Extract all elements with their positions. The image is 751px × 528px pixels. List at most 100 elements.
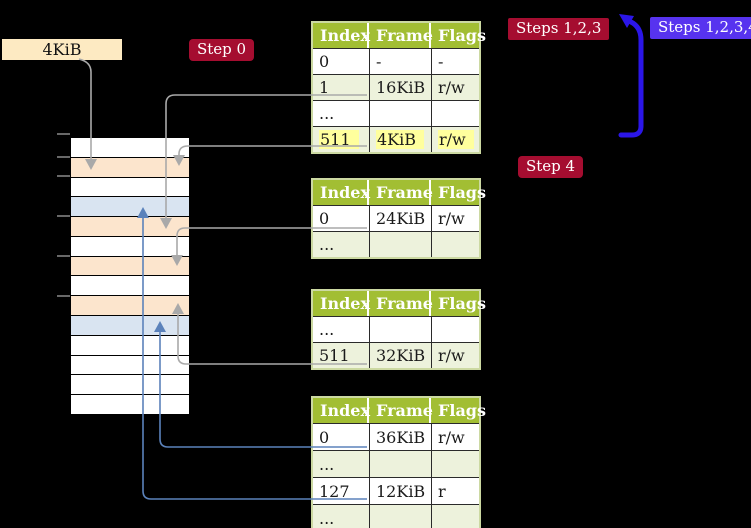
memory-frame-row [71,354,189,375]
cell-frame: 12KiB [369,478,431,504]
memory-frame-row [71,156,189,177]
cell-value: 511 [319,130,359,149]
cell-value: - [376,52,382,71]
memory-frame-row [71,295,189,316]
cell-value: r/w [438,346,465,365]
memory-frame-row [71,315,189,335]
cell-value: 4KiB [376,130,425,149]
cell-value: 0 [319,209,330,228]
cell-index: 1 [313,75,369,100]
arrow-loop-back-to-steps123 [618,14,644,138]
cell-index: 127 [313,478,369,504]
cell-flags: r/w [431,75,479,100]
cell-value: r/w [438,209,465,228]
cell-value: r/w [438,427,465,447]
cell-value: 0 [319,427,330,447]
header-frame: Frame [369,398,433,423]
cell-flags [431,451,479,477]
cell-flags: r/w [431,206,479,231]
cell-value: 24KiB [376,209,426,228]
cell-flags [431,505,479,528]
cell-frame [369,451,431,477]
table-row: ... [313,316,479,342]
cell-index: ... [313,232,369,257]
cell-index: 0 [313,424,369,450]
cell-index: ... [313,451,369,477]
cell-frame: 4KiB [369,127,431,152]
cell-frame [369,317,431,342]
cell-index: ... [313,505,369,528]
memory-frame-row [71,235,189,256]
physical-memory-column [70,137,190,415]
cell-flags [431,317,479,342]
cell-frame [369,101,431,126]
header-index: Index [313,291,370,316]
cell-value: ... [319,320,335,339]
memory-frame-row [71,374,189,395]
cell-value: ... [319,454,335,474]
cell-value: - [438,52,444,71]
badge-step-0: Step 0 [189,39,255,61]
cell-value: r [438,481,446,501]
header-frame: Frame [369,23,433,48]
table-row: 0 36KiB r/w [313,423,479,450]
header-index: Index [313,23,370,48]
cell-value: 0 [319,52,330,71]
table-row: 0 - - [313,48,479,74]
header-flags: Flags [438,26,486,45]
table-row: ... [313,100,479,126]
cell-value: 127 [319,481,350,501]
cell-value: 36KiB [376,427,426,447]
cell-frame: 36KiB [369,424,431,450]
cell-frame: - [369,49,431,74]
table-row: 127 12KiB r [313,477,479,504]
header-flags: Flags [438,294,486,313]
cell-flags: r/w [431,127,479,152]
memory-ticks [57,133,70,297]
table-row: ... [313,450,479,477]
cell-value: 16KiB [376,78,426,97]
frame-pointer-box: 4KiB [2,39,122,60]
cell-value: 511 [319,346,350,365]
memory-frame-row [71,394,189,414]
cell-value: ... [319,104,335,123]
memory-frame-row [71,216,189,236]
cell-frame [369,232,431,257]
memory-frame-row [71,196,189,217]
table-row: 511 32KiB r/w [313,342,479,368]
cell-frame: 24KiB [369,206,431,231]
badge-steps-1234: Steps 1,2,3,4 [650,17,751,39]
badge-step-4: Step 4 [518,156,584,178]
table-row: 0 24KiB r/w [313,205,479,231]
cell-value: ... [319,235,335,254]
cell-flags: r/w [431,343,479,368]
table-row: ... [313,504,479,528]
cell-value: 1 [319,78,330,97]
cell-value: r/w [438,78,465,97]
cell-value: 32KiB [376,346,426,365]
table-row: ... [313,231,479,257]
table-row: 1 16KiB r/w [313,74,479,100]
cell-index: 511 [313,343,369,368]
cell-flags [431,101,479,126]
cell-index: 0 [313,206,369,231]
header-frame: Frame [369,180,433,205]
header-flags: Flags [438,401,486,420]
badge-steps-123: Steps 1,2,3 [508,18,610,40]
cell-flags: - [431,49,479,74]
memory-frame-row [71,334,189,355]
header-frame: Frame [369,291,433,316]
cell-frame: 16KiB [369,75,431,100]
cell-flags: r/w [431,424,479,450]
cell-value: ... [319,508,335,528]
memory-frame-row [71,275,189,296]
cell-frame [369,505,431,528]
memory-frame-row [71,176,189,197]
